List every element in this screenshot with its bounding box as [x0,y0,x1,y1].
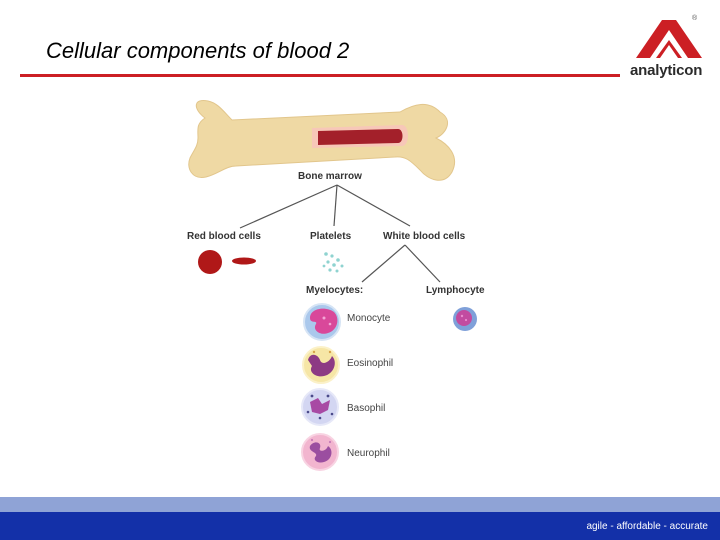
footer-band-light [0,497,720,512]
white-blood-cells-label: White blood cells [383,231,466,242]
analyticon-logo-icon: ® [636,14,702,58]
platelets-icon [322,252,344,273]
registered-mark: ® [692,14,698,22]
eosinophil-label: Eosinophil [347,358,393,369]
monocyte-icon [303,303,341,341]
monocyte-label: Monocyte [347,313,391,324]
bone-icon [188,99,456,181]
bone-marrow-label: Bone marrow [298,171,362,182]
red-blood-cell-icon [198,250,256,274]
footer-tagline: agile - affordable - accurate [586,521,708,532]
red-blood-cells-label: Red blood cells [187,231,261,242]
neurophil-icon [301,433,339,471]
basophil-label: Basophil [347,403,385,414]
lymphocyte-label: Lymphocyte [426,285,485,296]
footer-band-dark [0,512,720,540]
platelets-label: Platelets [310,231,352,242]
slide-title: Cellular components of blood 2 [46,38,350,63]
neurophil-label: Neurophil [347,448,390,459]
lymphocyte-icon [453,307,477,331]
logo-wordmark: analyticon [630,62,703,79]
myelocytes-label: Myelocytes: [306,285,363,296]
title-divider [20,74,620,77]
eosinophil-icon [302,346,340,384]
basophil-icon [301,388,339,426]
tree-connectors [239,184,441,283]
